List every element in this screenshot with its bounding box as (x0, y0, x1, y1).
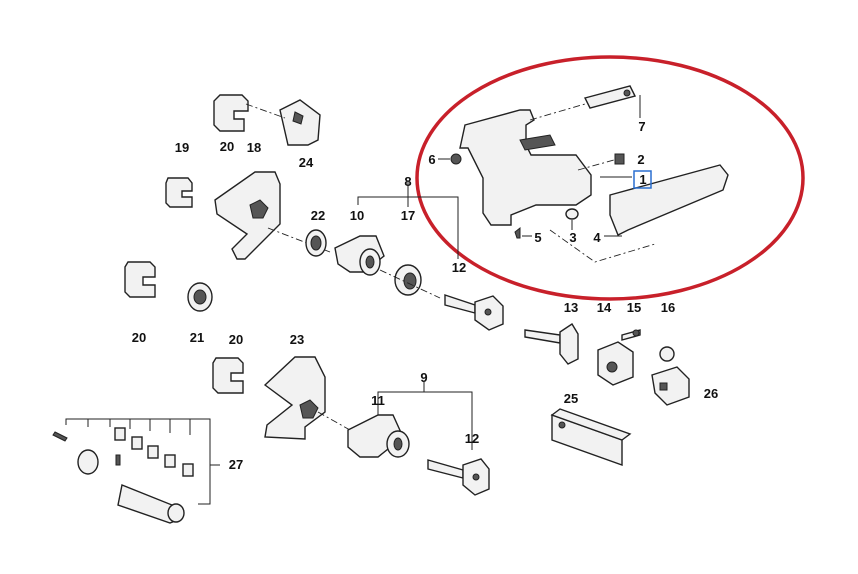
label-part-2[interactable]: 2 (637, 152, 644, 167)
label-part-17[interactable]: 17 (401, 208, 415, 223)
part-21-washer[interactable] (187, 282, 213, 312)
label-part-16[interactable]: 16 (661, 300, 675, 315)
part-14-lock-body[interactable] (597, 341, 634, 386)
highlight-ellipse (415, 55, 805, 301)
part-5-screw[interactable] (514, 226, 532, 239)
part-23-lever[interactable] (263, 356, 351, 440)
label-part-25[interactable]: 25 (564, 391, 578, 406)
part-11-lock-cylinder[interactable] (347, 414, 410, 458)
label-part-7[interactable]: 7 (638, 119, 645, 134)
label-part-24[interactable]: 24 (299, 155, 314, 170)
label-part-21[interactable]: 21 (190, 330, 204, 345)
label-part-1[interactable]: 1 (639, 172, 646, 187)
label-part-6[interactable]: 6 (428, 152, 435, 167)
label-part-18[interactable]: 18 (247, 140, 261, 155)
label-part-26[interactable]: 26 (704, 386, 718, 401)
part-25-plate[interactable] (550, 408, 632, 466)
label-part-20-lower[interactable]: 20 (229, 332, 243, 347)
part-12-key[interactable] (379, 269, 504, 331)
part-3-bushing[interactable] (565, 208, 579, 230)
part-15-pin[interactable] (621, 329, 641, 341)
part-16-cap[interactable] (659, 346, 675, 362)
label-part-3[interactable]: 3 (569, 230, 576, 245)
part-10-lock-cylinder[interactable] (334, 235, 385, 276)
part-12-key-lower[interactable] (427, 458, 490, 496)
label-part-10[interactable]: 10 (350, 208, 364, 223)
part-19-clip[interactable] (165, 177, 193, 208)
part-20-clip-left[interactable] (124, 261, 156, 298)
label-part-11[interactable]: 11 (371, 393, 385, 408)
part-6-nut[interactable] (438, 153, 462, 165)
part-1-handle-carrier[interactable] (459, 109, 632, 226)
label-part-5[interactable]: 5 (534, 230, 541, 245)
label-part-4[interactable]: 4 (593, 230, 601, 245)
part-2-clip[interactable] (577, 153, 625, 171)
label-part-23[interactable]: 23 (290, 332, 304, 347)
part-22-washer[interactable] (305, 229, 327, 257)
label-part-12-lower[interactable]: 12 (465, 431, 479, 446)
label-part-8[interactable]: 8 (404, 174, 411, 189)
label-part-12[interactable]: 12 (452, 260, 466, 275)
part-24-bracket[interactable] (245, 99, 321, 146)
part-20-clip-top[interactable] (213, 94, 249, 132)
label-part-9[interactable]: 9 (420, 370, 427, 385)
label-part-20-left[interactable]: 20 (132, 330, 146, 345)
part-18-lever[interactable] (214, 171, 331, 260)
label-part-20-top[interactable]: 20 (220, 139, 234, 154)
part-7-pin[interactable] (529, 85, 641, 121)
part-13-key[interactable] (524, 323, 579, 365)
part-labels: 1 2 3 4 5 6 7 8 9 10 11 12 12 13 14 15 1… (132, 119, 718, 472)
label-part-19[interactable]: 19 (175, 140, 189, 155)
part-17-seal[interactable] (394, 264, 422, 296)
label-part-22[interactable]: 22 (311, 208, 325, 223)
part-4-handle-cover[interactable] (549, 164, 729, 263)
label-part-15[interactable]: 15 (627, 300, 641, 315)
label-part-14[interactable]: 14 (597, 300, 612, 315)
part-26-cover[interactable] (651, 366, 690, 406)
label-part-13[interactable]: 13 (564, 300, 578, 315)
part-27-tumbler-set[interactable] (52, 418, 220, 524)
selected-part-box (633, 170, 652, 189)
label-part-27[interactable]: 27 (229, 457, 243, 472)
part-20-clip-lower[interactable] (212, 357, 244, 394)
